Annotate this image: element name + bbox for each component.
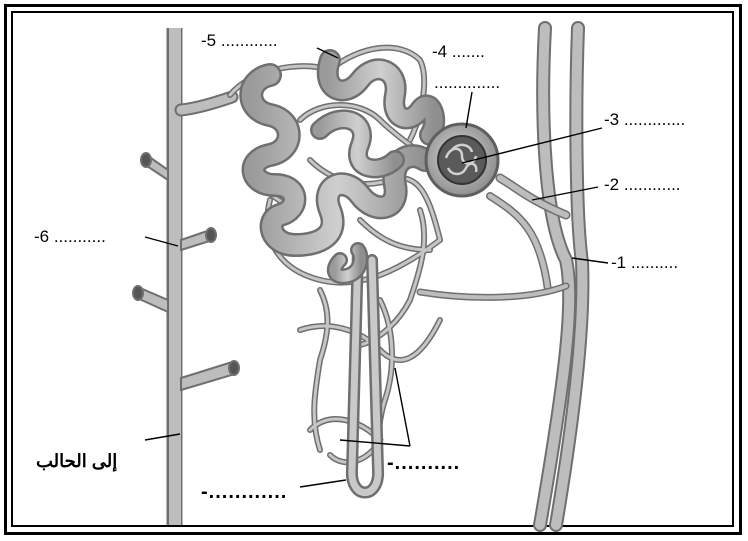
- label-loop-lower: -............: [201, 482, 287, 502]
- label-loop-upper: -..........: [387, 453, 460, 473]
- label-3: -3 .............: [604, 111, 685, 128]
- label-4-blank: ..............: [434, 74, 500, 91]
- label-6: -6 ...........: [34, 228, 106, 245]
- convoluted-tubules: [251, 60, 434, 276]
- blood-vessels: [420, 28, 582, 525]
- ureter-label: إلى الحالب: [36, 452, 117, 470]
- label-5: -5 ............: [201, 32, 278, 49]
- label-2: -2 ............: [604, 176, 681, 193]
- label-1: -1 ..........: [611, 254, 678, 271]
- collecting-duct: [133, 28, 239, 525]
- label-4: -4 .......: [432, 43, 485, 60]
- bowmans-capsule: [426, 124, 498, 196]
